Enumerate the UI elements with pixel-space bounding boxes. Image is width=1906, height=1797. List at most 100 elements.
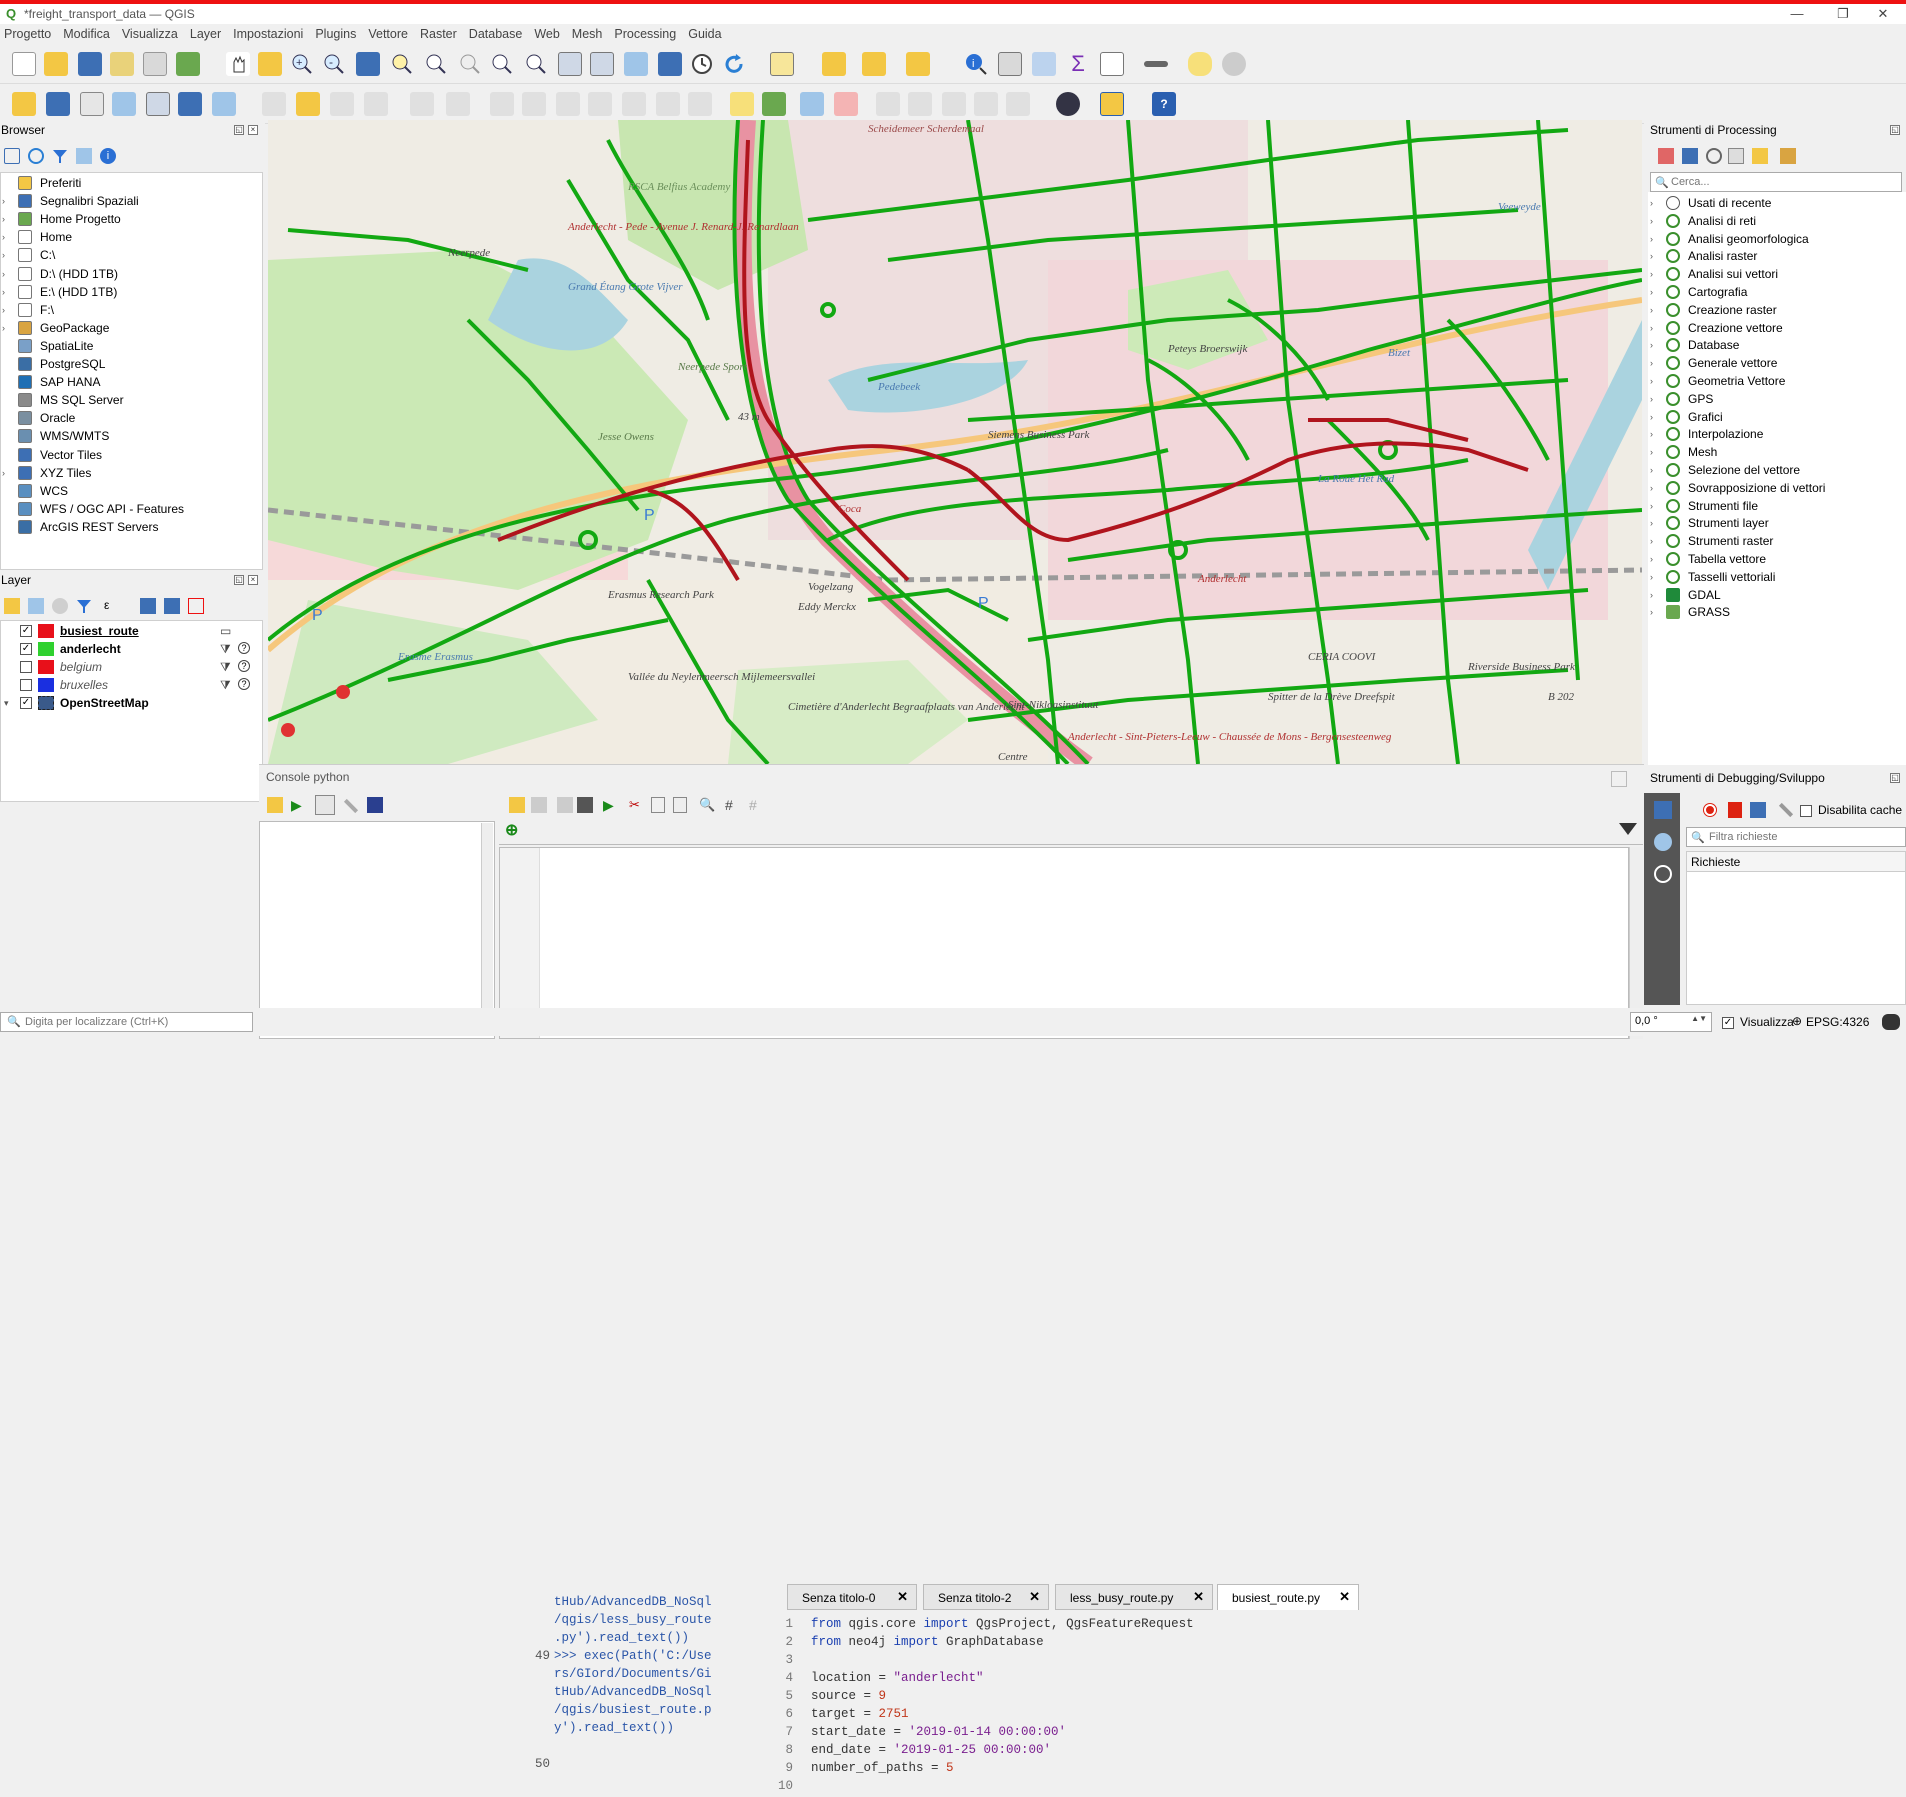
change-label-icon[interactable] (974, 92, 998, 116)
options-icon[interactable] (1780, 148, 1796, 164)
spinner-arrows-icon[interactable]: ▲▼ (1691, 1014, 1707, 1023)
paste-icon[interactable] (673, 797, 687, 813)
minimize-button[interactable]: — (1790, 6, 1804, 21)
browser-item[interactable]: PostgreSQL (0, 355, 262, 373)
results-viewer-icon[interactable] (1728, 148, 1744, 164)
new-tab-plus-icon[interactable]: ⊕ (505, 822, 519, 839)
expand-arrow-icon[interactable]: › (1650, 251, 1653, 262)
help-book-icon[interactable] (367, 797, 383, 813)
processing-group[interactable]: ›Strumenti layer (1648, 514, 1904, 532)
open-layer-styling-icon[interactable] (4, 598, 20, 614)
browser-item[interactable]: WMS/WMTS (0, 427, 262, 445)
edit-features-in-place-icon[interactable] (1752, 148, 1768, 164)
add-mesh-icon[interactable] (178, 92, 202, 116)
open-script-icon[interactable] (509, 797, 525, 813)
menu-layer[interactable]: Layer (189, 27, 222, 41)
processing-group[interactable]: ›Tasselli vettoriali (1648, 568, 1904, 586)
add-selected-layers-icon[interactable] (4, 148, 20, 164)
save-as-icon[interactable] (577, 797, 593, 813)
expand-arrow-icon[interactable]: › (1650, 536, 1653, 547)
collapse-all-icon[interactable] (76, 148, 92, 164)
settings-gear-icon[interactable] (1222, 52, 1246, 76)
browser-item[interactable]: ›GeoPackage (0, 319, 262, 337)
add-feature-icon[interactable] (364, 92, 388, 116)
editor-tab[interactable]: Senza titolo-2✕ (923, 1584, 1049, 1610)
select-features-icon[interactable] (770, 52, 794, 76)
float-panel-button[interactable]: ◱ (234, 125, 244, 135)
expand-arrow-icon[interactable]: › (2, 232, 5, 243)
menu-web[interactable]: Web (534, 27, 560, 41)
zoom-last-icon[interactable] (490, 52, 514, 76)
expand-arrow-icon[interactable]: › (2, 214, 5, 225)
map-tips-icon[interactable] (1188, 52, 1212, 76)
remove-layer-icon[interactable] (188, 598, 204, 614)
editor-tab[interactable]: busiest_route.py✕ (1217, 1584, 1359, 1610)
zoom-selection-icon[interactable] (390, 52, 414, 76)
layer-row[interactable]: ✓anderlecht⧩? (0, 640, 262, 658)
plugin-icon[interactable] (1056, 92, 1080, 116)
browser-item[interactable]: ›D:\ (HDD 1TB) (0, 265, 262, 283)
close-panel-button[interactable]: × (248, 575, 258, 585)
browser-item[interactable]: ›XYZ Tiles (0, 464, 262, 482)
identify-icon[interactable]: i (964, 52, 988, 76)
debug-options-icon[interactable] (1778, 802, 1794, 818)
copy-icon[interactable] (651, 797, 665, 813)
processing-group[interactable]: ›Cartografia (1648, 283, 1904, 301)
processing-group[interactable]: ›Creazione raster (1648, 301, 1904, 319)
layer-visibility-checkbox[interactable] (20, 679, 32, 691)
expand-arrow-icon[interactable]: › (1650, 233, 1653, 244)
menu-visualizza[interactable]: Visualizza (121, 27, 178, 41)
processing-group[interactable]: ›GPS (1648, 390, 1904, 408)
new-virtual-layer-icon[interactable] (112, 92, 136, 116)
processing-group[interactable]: ›Interpolazione (1648, 425, 1904, 443)
processing-group[interactable]: ›Usati di recente (1648, 194, 1904, 212)
expand-arrow-icon[interactable]: › (1650, 500, 1653, 511)
new-3d-map-view-icon[interactable] (590, 52, 614, 76)
pan-to-selection-icon[interactable] (258, 52, 282, 76)
processing-search-input[interactable] (1671, 175, 1891, 189)
open-in-external-editor-icon[interactable] (531, 797, 547, 813)
zoom-out-icon[interactable]: - (322, 52, 346, 76)
layer-visibility-checkbox[interactable]: ✓ (20, 697, 32, 709)
expand-arrow-icon[interactable]: › (2, 322, 5, 333)
processing-group[interactable]: ›GRASS (1648, 603, 1904, 621)
menu-guida[interactable]: Guida (688, 27, 722, 41)
history-icon[interactable] (1706, 148, 1722, 164)
uncomment-icon[interactable]: # (749, 797, 757, 813)
layer-row[interactable]: bruxelles⧩? (0, 676, 262, 694)
layout-manager-icon[interactable] (143, 52, 167, 76)
browser-item[interactable]: ›Home Progetto (0, 210, 262, 228)
expand-arrow-icon[interactable]: › (1650, 518, 1653, 529)
expand-arrow-icon[interactable]: › (1650, 554, 1653, 564)
cut-features-icon[interactable] (556, 92, 580, 116)
select-location-icon[interactable] (906, 52, 930, 76)
filter-browser-icon[interactable] (52, 148, 68, 164)
menu-impostazioni[interactable]: Impostazioni (233, 27, 304, 41)
zoom-native-icon[interactable] (458, 52, 482, 76)
new-print-layout-icon[interactable] (110, 52, 134, 76)
run-script-icon[interactable]: ▶ (603, 797, 614, 813)
expand-arrow-icon[interactable]: › (1650, 571, 1653, 582)
digitize-with-segment-icon[interactable] (446, 92, 470, 116)
move-label-icon[interactable] (908, 92, 932, 116)
history-scrollbar[interactable] (481, 823, 493, 1015)
map-canvas[interactable]: P P P Scheidemeer Scherdemaal RSCA Belfi… (268, 120, 1642, 764)
browser-item[interactable]: Oracle (0, 409, 262, 427)
expand-arrow-icon[interactable]: › (1650, 340, 1653, 351)
crs-label[interactable]: EPSG:4326 (1806, 1015, 1870, 1029)
show-editor-icon[interactable] (315, 795, 335, 815)
filter-icon[interactable]: ⧩ (220, 660, 231, 674)
float-console-button[interactable] (1611, 771, 1627, 787)
browser-item[interactable]: ›C:\ (0, 246, 262, 264)
processing-group[interactable]: ›Tabella vettore (1648, 550, 1904, 568)
python-console-icon[interactable] (1100, 92, 1124, 116)
browser-item[interactable]: SpatiaLite (0, 337, 262, 355)
menu-database[interactable]: Database (468, 27, 523, 41)
comment-icon[interactable]: # (725, 797, 733, 813)
browser-item[interactable]: Vector Tiles (0, 446, 262, 464)
crs-globe-icon[interactable]: ⊕ (1792, 1014, 1803, 1028)
processing-group[interactable]: ›GDAL (1648, 586, 1904, 604)
filter-legend-icon[interactable] (76, 598, 92, 614)
tab-list-dropdown-icon[interactable] (1619, 823, 1637, 835)
save-log-icon[interactable] (1750, 802, 1766, 818)
